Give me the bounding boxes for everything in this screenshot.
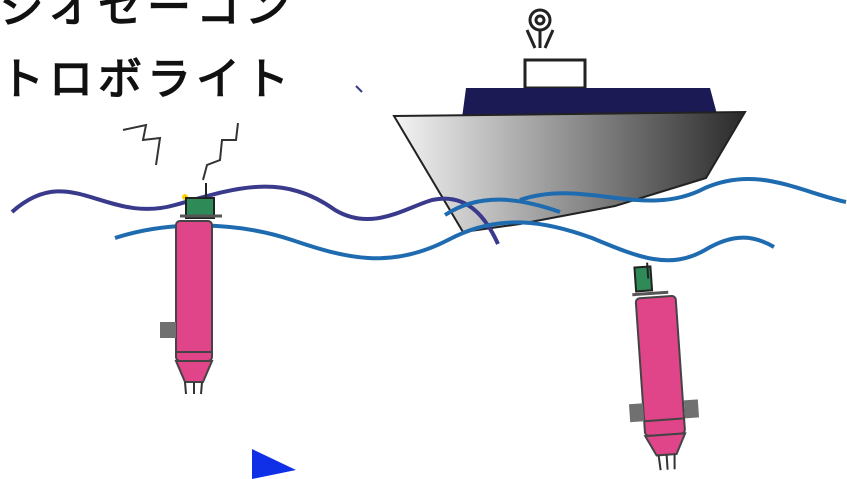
radio-signal-icon	[123, 123, 238, 180]
wave-front	[115, 222, 774, 260]
wave-back	[12, 187, 498, 244]
triangle-pointer-icon	[252, 449, 296, 479]
stray-mark	[356, 86, 362, 92]
ship-mast	[525, 10, 585, 88]
buoy-icon	[619, 260, 702, 472]
buoy-icon	[160, 183, 222, 394]
